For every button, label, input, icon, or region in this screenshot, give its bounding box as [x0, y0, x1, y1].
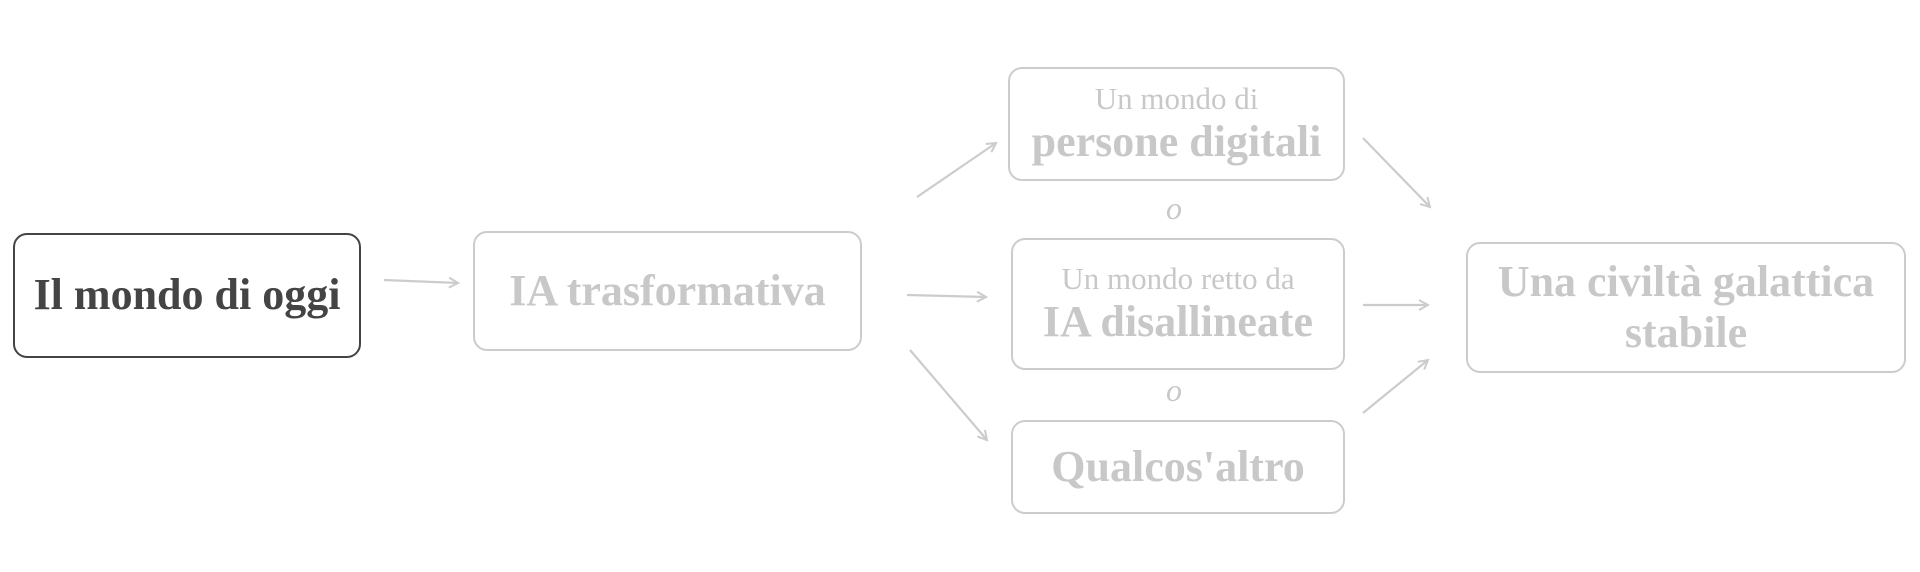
node-misaligned-subtitle: Un mondo retto da — [1061, 260, 1295, 296]
node-galactic: Una civiltà galattica stabile — [1466, 242, 1906, 373]
node-digital-title: persone digitali — [1031, 116, 1322, 166]
separator-or-1: o — [1166, 190, 1182, 226]
arrow-tai-to-other — [909, 349, 987, 440]
arrow-tai-to-digital — [916, 143, 996, 198]
arrow-today-to-tai — [383, 280, 458, 283]
node-today: Il mondo di oggi — [13, 233, 361, 358]
node-misaligned-title: IA disallineate — [1042, 296, 1314, 346]
node-tai: IA trasformativa — [473, 231, 862, 351]
node-today-title: Il mondo di oggi — [33, 270, 341, 320]
arrow-other-to-galactic — [1362, 360, 1428, 414]
node-digital: Un mondo di persone digitali — [1008, 67, 1345, 181]
arrow-tai-to-misaligned — [906, 295, 986, 297]
node-digital-subtitle: Un mondo di — [1094, 80, 1259, 116]
node-misaligned: Un mondo retto da IA disallineate — [1011, 238, 1345, 370]
separator-or-2: o — [1166, 372, 1182, 408]
node-tai-title: IA trasformativa — [509, 265, 826, 315]
node-other-title: Qualcos'altro — [1051, 441, 1305, 491]
node-other: Qualcos'altro — [1011, 420, 1345, 514]
node-galactic-title: Una civiltà galattica stabile — [1497, 256, 1875, 357]
arrow-digital-to-galactic — [1362, 137, 1430, 207]
